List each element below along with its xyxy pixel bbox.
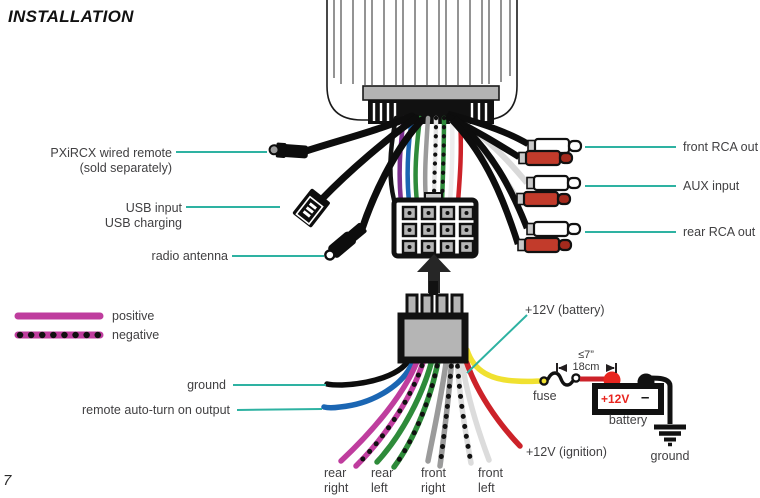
label-front-rca-out: front RCA out	[683, 140, 759, 154]
leader-lines	[176, 146, 676, 411]
chassis-bar	[362, 85, 500, 101]
fuse-symbol	[539, 371, 581, 387]
battery-body	[592, 383, 664, 415]
left-cables	[268, 112, 426, 261]
label-ground-battery: ground	[650, 449, 690, 463]
rear-rca-red-jack	[517, 236, 573, 254]
label-fuse: fuse	[533, 389, 557, 403]
dimension-cm: 18cm	[572, 361, 600, 373]
label-wired-remote: PXiRCX wired remote (sold separately)	[50, 146, 172, 175]
label-battery: battery	[608, 413, 648, 427]
label-remote-output: remote auto-turn on output	[81, 403, 230, 417]
radio-antenna-plug	[324, 222, 367, 261]
label-12v-ignition: +12V (ignition)	[526, 445, 607, 459]
wired-remote-jack	[268, 142, 309, 159]
page-number: 7	[3, 472, 12, 489]
rear-rca-white-jack	[526, 220, 582, 238]
label-usb: USB input USB charging	[104, 201, 182, 230]
right-cables	[444, 110, 531, 245]
battery-minus-text: –	[641, 389, 650, 406]
legend-swatches	[14, 312, 104, 339]
front-rca-red-jack	[518, 149, 574, 167]
harness-wires	[321, 347, 544, 470]
dimension-inches: ≤7”	[578, 349, 594, 361]
legend-positive-label: positive	[112, 309, 155, 323]
rca-jacks	[516, 137, 583, 254]
battery-plus-text: +12V	[601, 392, 630, 406]
length-dimension-marker	[556, 363, 617, 373]
female-harness-connector	[391, 192, 479, 259]
label-rear-rca-out: rear RCA out	[683, 225, 756, 239]
label-aux-input: AUX input	[683, 179, 740, 193]
battery-circuit	[539, 363, 686, 447]
aux-white-jack	[526, 174, 582, 192]
aux-red-jack	[516, 190, 572, 208]
label-ground-wire: ground	[187, 378, 226, 392]
usb-connector	[292, 188, 330, 228]
label-12v-battery: +12V (battery)	[525, 303, 605, 317]
male-harness-connector	[397, 281, 469, 364]
legend-negative-label: negative	[112, 328, 160, 342]
page-title: INSTALLATION	[8, 7, 134, 26]
ground-symbol	[654, 424, 686, 447]
label-radio-antenna: radio antenna	[151, 249, 228, 263]
head-unit-illustration	[326, 0, 518, 124]
plug-direction-arrow	[417, 254, 451, 293]
